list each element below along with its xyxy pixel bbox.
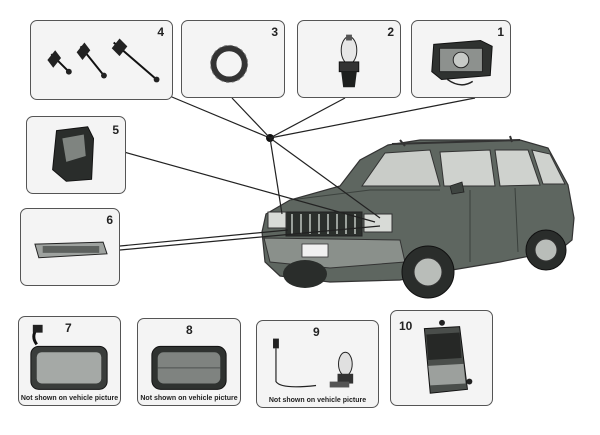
part-box-8[interactable]: 8 Not shown on vehicle picture: [137, 318, 241, 406]
callout-number: 7: [65, 321, 72, 335]
retaining-ring-icon: [210, 44, 249, 83]
part-box-1[interactable]: 1: [411, 20, 511, 98]
callout-number: 9: [313, 325, 320, 339]
part-box-6[interactable]: 6: [20, 208, 120, 286]
part-box-5[interactable]: 5: [26, 116, 126, 194]
part-box-4[interactable]: 4: [30, 20, 173, 100]
callout-number: 8: [186, 323, 193, 337]
callout-number: 3: [271, 25, 278, 39]
part-box-2[interactable]: 2: [297, 20, 401, 98]
callout-number: 2: [387, 25, 394, 39]
headlamp-assembly-icon: [431, 39, 493, 86]
callout-number: 10: [399, 319, 413, 333]
halogen-bulb-icon: [338, 34, 360, 88]
part-box-10[interactable]: 10: [390, 310, 493, 406]
bulb-socket-icon: [47, 38, 160, 83]
part-box-7[interactable]: 7 Not shown on vehicle picture: [18, 316, 121, 406]
foglamp-bulb-icon: [273, 338, 354, 388]
not-shown-note: Not shown on vehicle picture: [20, 395, 119, 402]
tail-lamp-icon: [423, 319, 473, 394]
callout-number: 5: [112, 123, 119, 137]
fog-lamp-icon: [30, 324, 108, 390]
park-lamp-icon: [34, 241, 108, 259]
not-shown-note: Not shown on vehicle picture: [140, 395, 238, 402]
callout-number: 6: [106, 213, 113, 227]
part-box-9[interactable]: 9 Not shown on vehicle picture: [256, 320, 379, 408]
side-marker-lamp-icon: [52, 126, 95, 182]
callout-number: 1: [497, 25, 504, 39]
suv-vehicle-icon: [261, 135, 575, 299]
callout-number: 4: [157, 25, 164, 39]
leader-lines: [119, 91, 476, 251]
fog-lamp-icon: [151, 345, 227, 390]
part-box-3[interactable]: 3: [181, 20, 285, 98]
not-shown-note: Not shown on vehicle picture: [268, 397, 367, 404]
